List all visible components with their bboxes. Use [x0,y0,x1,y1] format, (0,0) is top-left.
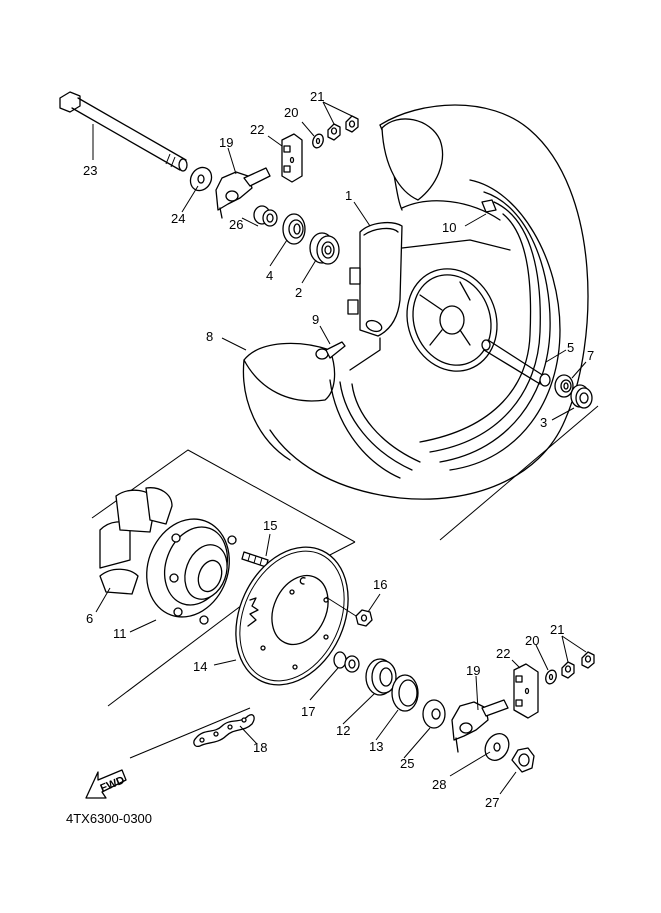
part-2-bearing[interactable] [309,232,340,265]
part-22-adjuster-plate-right[interactable] [513,663,539,719]
label-20-right: 20 [525,633,539,648]
part-4-oil-seal[interactable] [282,213,306,245]
part-8-tire[interactable] [242,104,589,500]
label-16: 16 [373,577,387,592]
label-23: 23 [83,163,97,178]
label-7: 7 [587,348,594,363]
label-25: 25 [400,756,414,771]
label-20: 20 [284,105,298,120]
part-number-labels: 23 24 19 22 20 21 26 4 2 1 10 8 9 5 7 3 … [83,89,594,810]
part-12-bearing[interactable] [365,658,397,696]
part-16-nut[interactable] [325,596,373,627]
label-26: 26 [229,217,243,232]
part-1-cast-wheel[interactable] [347,221,511,384]
label-19: 19 [219,135,233,150]
label-24: 24 [171,211,185,226]
part-22-adjuster-plate-left[interactable] [281,133,303,183]
label-1: 1 [345,188,352,203]
part-10-balance-weight[interactable] [481,199,497,213]
label-18: 18 [253,740,267,755]
part-28-washer[interactable] [480,729,513,764]
part-20-washer-right[interactable] [544,669,558,686]
part-13-oil-seal[interactable] [391,674,419,712]
part-21-nuts-left[interactable] [327,115,359,141]
label-10: 10 [442,220,456,235]
part-27-axle-nut[interactable] [511,747,535,773]
label-28: 28 [432,777,446,792]
label-8: 8 [206,329,213,344]
label-2: 2 [295,285,302,300]
label-9: 9 [312,312,319,327]
label-22: 22 [250,122,264,137]
part-11-sprocket-hub[interactable] [133,507,242,628]
label-21-right: 21 [550,622,564,637]
leader-lines [92,101,587,795]
label-22-right: 22 [496,646,510,661]
part-24-washer[interactable] [186,164,215,195]
label-6: 6 [86,611,93,626]
part-25-collar[interactable] [422,699,446,729]
label-5: 5 [567,340,574,355]
part-20-washer-left[interactable] [311,133,325,150]
part-19-chain-puller-right[interactable] [451,699,509,753]
part-26-collar[interactable] [253,205,278,227]
label-15: 15 [263,518,277,533]
part-7-oil-seal[interactable] [554,374,574,398]
part-23-wheel-axle[interactable] [59,91,188,172]
fwd-direction-arrow: FWD [85,769,127,799]
label-19-right: 19 [466,663,480,678]
part-6-damper[interactable] [99,487,173,595]
label-3: 3 [540,415,547,430]
part-17-collar[interactable] [333,651,360,673]
part-15-stud-bolt[interactable] [241,551,269,568]
label-14: 14 [193,659,207,674]
label-11: 11 [113,626,127,641]
part-21-nuts-right[interactable] [561,651,595,679]
part-14-driven-sprocket[interactable] [214,529,369,703]
diagram-code: 4TX6300-0300 [66,811,153,826]
label-12: 12 [336,723,350,738]
part-5-spacer[interactable] [481,339,551,387]
label-21: 21 [310,89,324,104]
part-19-chain-puller-left[interactable] [215,167,271,219]
label-27: 27 [485,795,499,810]
part-3-bearing[interactable] [570,384,593,409]
label-17: 17 [301,704,315,719]
label-13: 13 [369,739,383,754]
label-4: 4 [266,268,273,283]
part-9-valve[interactable] [315,341,346,360]
part-18-drive-chain[interactable] [193,714,255,748]
